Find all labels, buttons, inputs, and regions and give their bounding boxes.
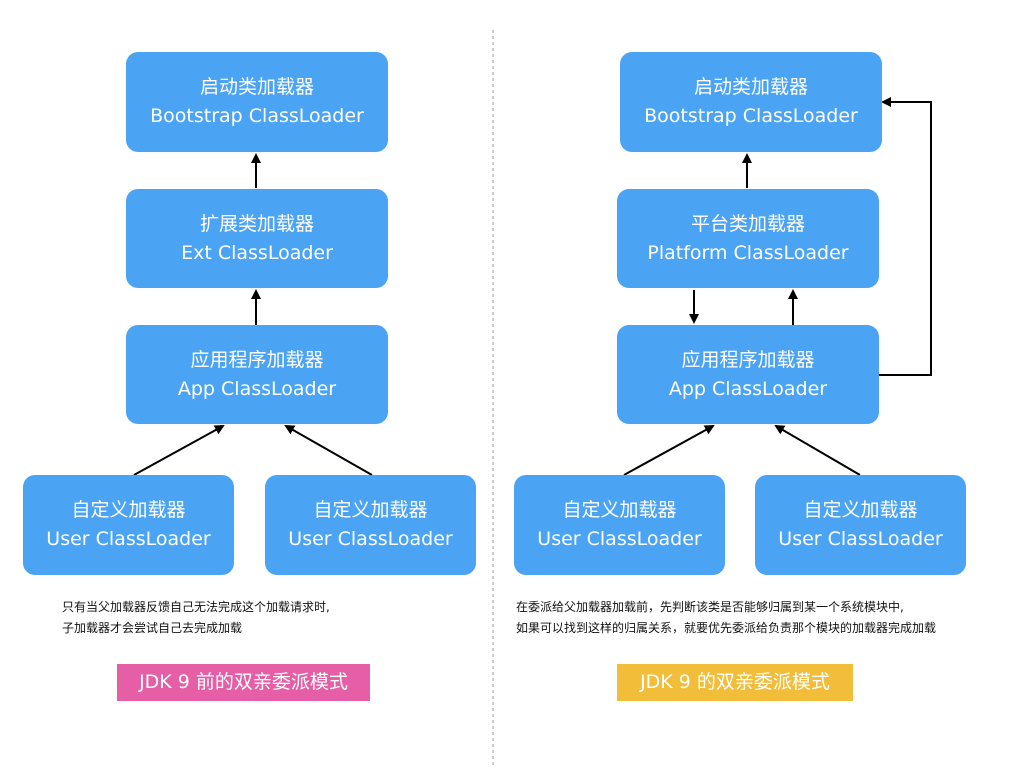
arrow-user-a-to-app: [133, 425, 225, 476]
left-caption: JDK 9 前的双亲委派模式: [117, 664, 370, 701]
right-note: 在委派给父加载器加载前，先判断该类是否能够归属到某一个系统模块中, 如果可以找到…: [516, 597, 936, 639]
right-bootstrap-loader-box: 启动类加载器 Bootstrap ClassLoader: [620, 52, 882, 152]
left-bootstrap-loader-title: 启动类加载器: [199, 76, 314, 98]
left-user-loader-a-subtitle: User ClassLoader: [46, 528, 211, 550]
left-user-loader-a-box: 自定义加载器 User ClassLoader: [23, 475, 234, 575]
left-app-loader-box: 应用程序加载器 App ClassLoader: [126, 325, 388, 424]
right-app-loader-subtitle: App ClassLoader: [668, 377, 828, 400]
arrow-user-b-to-app: [284, 425, 373, 476]
right-bootstrap-loader-subtitle: Bootstrap ClassLoader: [644, 105, 858, 127]
right-platform-loader-subtitle: Platform ClassLoader: [647, 241, 849, 264]
right-caption: JDK 9 的双亲委派模式: [617, 664, 853, 701]
left-user-loader-b-title: 自定义加载器: [313, 499, 428, 521]
right-platform-loader-title: 平台类加载器: [690, 212, 805, 235]
left-note: 只有当父加载器反馈自己无法完成这个加载请求时, 子加载器才会尝试自己去完成加载: [62, 597, 330, 639]
arrow-right-user-a-to-app: [623, 425, 715, 476]
left-bootstrap-loader-box: 启动类加载器 Bootstrap ClassLoader: [126, 52, 388, 152]
right-user-loader-b-subtitle: User ClassLoader: [778, 528, 943, 550]
arrow-app-to-bootstrap-bypass: [879, 97, 932, 376]
arrow-right-user-b-to-app: [774, 424, 861, 476]
left-note-line-1: 只有当父加载器反馈自己无法完成这个加载请求时,: [62, 600, 330, 614]
right-user-loader-b-title: 自定义加载器: [803, 499, 918, 521]
right-app-loader-title: 应用程序加载器: [681, 348, 815, 371]
right-platform-loader-box: 平台类加载器 Platform ClassLoader: [617, 189, 879, 288]
left-user-loader-a-title: 自定义加载器: [71, 499, 186, 521]
right-note-line-1: 在委派给父加载器加载前，先判断该类是否能够归属到某一个系统模块中,: [516, 600, 904, 614]
right-user-loader-a-subtitle: User ClassLoader: [537, 528, 702, 550]
left-bootstrap-loader-subtitle: Bootstrap ClassLoader: [150, 105, 364, 127]
left-note-line-2: 子加载器才会尝试自己去完成加载: [62, 621, 243, 635]
right-user-loader-a-title: 自定义加载器: [562, 499, 677, 521]
right-bootstrap-loader-title: 启动类加载器: [693, 76, 808, 98]
right-app-loader-box: 应用程序加载器 App ClassLoader: [617, 325, 879, 424]
left-ext-loader-subtitle: Ext ClassLoader: [181, 241, 333, 264]
left-user-loader-b-subtitle: User ClassLoader: [288, 528, 453, 550]
left-ext-loader-box: 扩展类加载器 Ext ClassLoader: [126, 189, 388, 288]
right-user-loader-b-box: 自定义加载器 User ClassLoader: [755, 475, 966, 575]
left-app-loader-subtitle: App ClassLoader: [177, 377, 337, 400]
left-ext-loader-title: 扩展类加载器: [199, 212, 314, 235]
right-user-loader-a-box: 自定义加载器 User ClassLoader: [514, 475, 725, 575]
left-user-loader-b-box: 自定义加载器 User ClassLoader: [265, 475, 476, 575]
right-note-line-2: 如果可以找到这样的归属关系，就要优先委派给负责那个模块的加载器完成加载: [516, 621, 937, 635]
left-app-loader-title: 应用程序加载器: [190, 348, 324, 371]
